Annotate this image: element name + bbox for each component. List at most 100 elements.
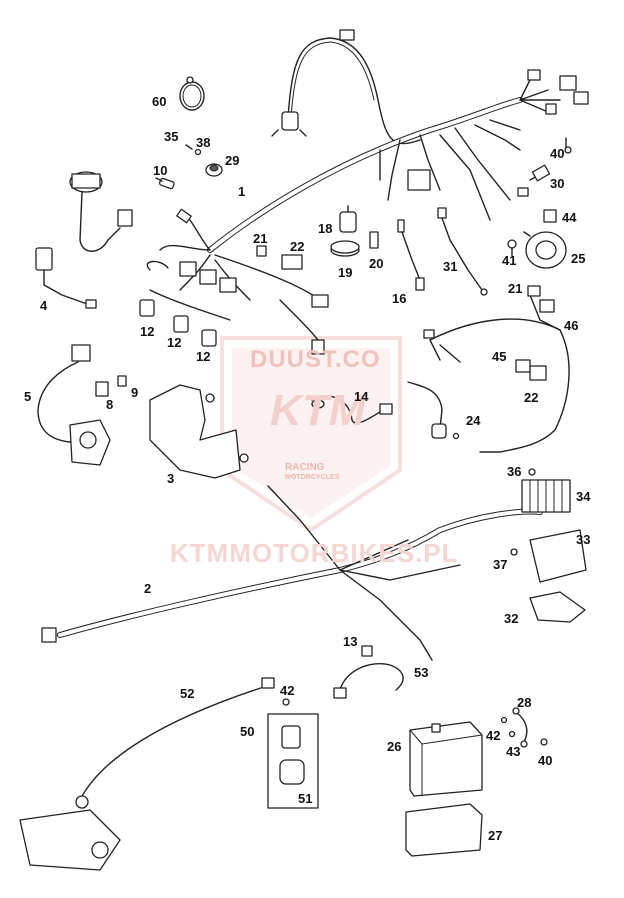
part-38-nut — [194, 148, 202, 156]
part-46-harness — [423, 285, 570, 453]
callout-51: 51 — [298, 791, 313, 806]
callout-14: 14 — [354, 389, 369, 404]
part-42-nut-battery — [500, 716, 508, 724]
part-13-fuse-holder — [361, 645, 373, 657]
callout-43: 43 — [506, 744, 521, 759]
callout-16: 16 — [392, 291, 407, 306]
part-21-connector — [256, 245, 267, 257]
callout-12-b: 12 — [167, 335, 182, 350]
callout-46: 46 — [564, 318, 579, 333]
part-22-connector-block — [281, 254, 303, 270]
watermark-bottom-text: KTMMOTORBIKES.PL — [170, 538, 459, 568]
part-10-fuse — [155, 177, 175, 190]
callout-36: 36 — [507, 464, 522, 479]
part-42-nut-starter — [282, 698, 290, 706]
callout-20: 20 — [369, 256, 384, 271]
part-44-bracket — [543, 209, 557, 223]
callout-42-a: 42 — [280, 683, 295, 698]
part-8-relay — [95, 381, 109, 397]
part-43-washer — [508, 730, 516, 738]
callout-45: 45 — [492, 349, 507, 364]
part-25-horn — [523, 231, 567, 269]
callout-4: 4 — [40, 298, 48, 313]
part-36-nut — [528, 468, 536, 476]
callout-19: 19 — [338, 265, 353, 280]
part-45-connector — [515, 359, 547, 381]
part-33-mounting-bracket — [529, 529, 587, 583]
part-40-bolt-battery — [540, 738, 548, 746]
callout-9: 9 — [131, 385, 139, 400]
callout-44: 44 — [562, 210, 577, 225]
part-53-cable — [333, 663, 404, 699]
callout-24: 24 — [466, 413, 481, 428]
part-12-relay-set — [139, 299, 217, 347]
ignition-coil-lead — [271, 29, 421, 145]
part-37-screw — [510, 548, 518, 556]
part-9-clip — [117, 375, 127, 387]
watermark-brand-text: KTM — [270, 386, 366, 435]
part-19-clamp — [330, 240, 360, 257]
callout-38: 38 — [196, 135, 211, 150]
callout-29: 29 — [225, 153, 240, 168]
callout-22-a: 22 — [290, 239, 305, 254]
callout-25: 25 — [571, 251, 586, 266]
callout-30: 30 — [550, 176, 565, 191]
callout-41: 41 — [502, 253, 517, 268]
callout-37: 37 — [493, 557, 508, 572]
callout-52: 52 — [180, 686, 195, 701]
part-41-screw — [507, 239, 517, 257]
part-32-plate — [529, 591, 586, 623]
part-20-bracket — [369, 231, 379, 249]
watermark-tagline-1: RACING — [285, 462, 325, 473]
callout-3: 3 — [167, 471, 175, 486]
part-4-connector-lead — [35, 247, 97, 309]
callout-40-a: 40 — [550, 146, 565, 161]
callout-42-b: 42 — [486, 728, 501, 743]
callout-10: 10 — [153, 163, 168, 178]
starter-motor — [19, 809, 121, 871]
callout-31: 31 — [443, 259, 458, 274]
callout-13: 13 — [343, 634, 358, 649]
callout-53: 53 — [414, 665, 429, 680]
main-wiring-harness — [146, 69, 589, 355]
part-14-sensor-cable — [311, 395, 393, 424]
part-52-starter-cable — [75, 677, 275, 809]
callout-35: 35 — [164, 129, 179, 144]
part-28-battery-cable — [512, 707, 528, 748]
part-31-cable — [437, 207, 488, 296]
callout-8: 8 — [106, 397, 114, 412]
part-50-51-starter-relay-box — [267, 713, 319, 809]
part-2-wiring-harness — [41, 485, 543, 661]
callout-27: 27 — [488, 828, 503, 843]
callout-21-a: 21 — [253, 231, 268, 246]
callout-28: 28 — [517, 695, 532, 710]
part-5-handlebar-switch — [37, 344, 111, 466]
callout-40-b: 40 — [538, 753, 553, 768]
callout-32: 32 — [504, 611, 519, 626]
part-34-regulator — [521, 479, 571, 513]
kill-switch-with-lead — [69, 171, 133, 252]
callout-33: 33 — [576, 532, 591, 547]
part-27-battery-box — [405, 803, 483, 857]
watermark-tagline-2: MOTORCYCLES — [285, 474, 340, 481]
part-35-screw — [185, 144, 193, 150]
callout-21-b: 21 — [508, 281, 523, 296]
callout-5: 5 — [24, 389, 32, 404]
part-29-grommet — [205, 163, 223, 177]
callout-2: 2 — [144, 581, 152, 596]
callout-26: 26 — [387, 739, 402, 754]
part-26-battery — [409, 721, 483, 797]
callout-12-a: 12 — [140, 324, 155, 339]
part-18-capacitor — [339, 205, 357, 233]
callout-18: 18 — [318, 221, 333, 236]
part-60-cable-clamp — [179, 76, 205, 111]
watermark-site-text: DUUST.CO — [250, 346, 381, 373]
callout-22-b: 22 — [524, 390, 539, 405]
part-3-holder-bracket — [149, 384, 249, 479]
callout-50: 50 — [240, 724, 255, 739]
callout-12-c: 12 — [196, 349, 211, 364]
callout-1: 1 — [238, 184, 246, 199]
part-16-sensor-lead — [397, 219, 425, 291]
part-24-pickup-sensor — [407, 381, 460, 440]
